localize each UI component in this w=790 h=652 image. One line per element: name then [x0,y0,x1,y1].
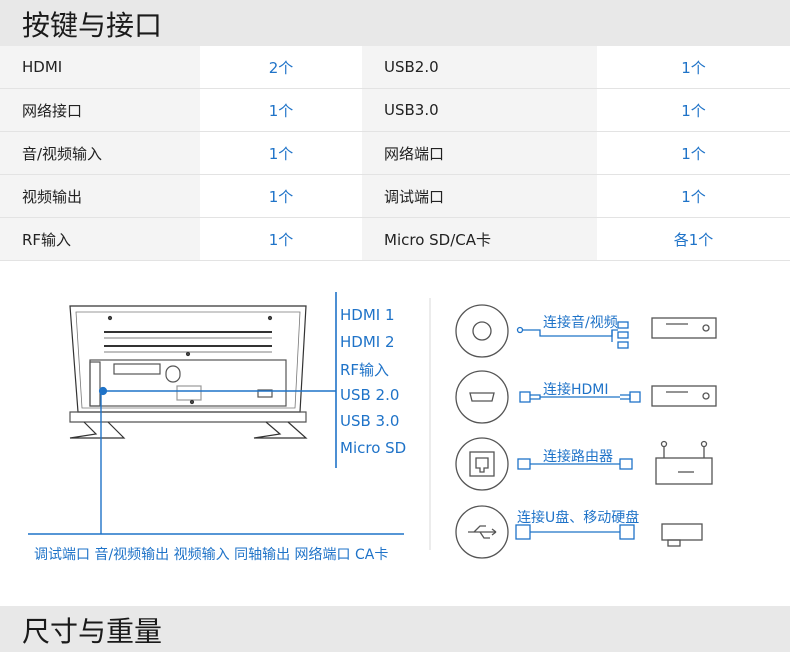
side-port-label: RF输入 [340,361,390,379]
usb-icon [455,505,509,559]
spec-value: 1个 [200,217,362,261]
hdmi-port-icon [455,370,509,424]
spec-value: 1个 [597,46,790,89]
spec-value: 1个 [200,131,362,175]
hdmi-device-icon [651,385,717,407]
spec-label: RF输入 [0,217,200,261]
spec-label: 视频输出 [0,174,200,218]
tv-frame [69,305,307,413]
connection-illustrations [455,304,717,559]
section-header-size-weight: 尺寸与重量 [0,606,790,652]
spec-label: USB2.0 [362,46,597,89]
section-title: 尺寸与重量 [22,615,163,648]
spec-value: 1个 [200,174,362,218]
spec-label: 音/视频输入 [0,131,200,175]
spec-label: 网络接口 [0,88,200,132]
spec-label: Micro SD/CA卡 [362,217,597,261]
side-port-label: Micro SD [340,438,407,457]
side-port-label: HDMI 2 [340,332,395,351]
section-header-buttons-ports: 按键与接口 [0,0,790,46]
connection-label: 连接HDMI [543,382,609,398]
spec-value: 各1个 [597,217,790,261]
side-port-label: USB 3.0 [340,412,400,430]
disc-icon [455,304,509,358]
side-port-label: USB 2.0 [340,385,400,404]
spec-label: HDMI [0,46,200,89]
usb-drive-icon [661,523,703,547]
side-port-label: HDMI 1 [340,306,395,324]
ethernet-port-icon [455,437,509,491]
bottom-ports-label: 调试端口 音/视频输出 视频输入 同轴输出 网络端口 CA卡 [34,547,389,563]
tv-back-illustration [28,292,431,550]
router-icon [655,440,713,485]
spec-value: 1个 [200,88,362,132]
section-title: 按键与接口 [22,9,163,42]
spec-value: 1个 [597,174,790,218]
spec-value: 2个 [200,46,362,89]
spec-label: 调试端口 [362,174,597,218]
spec-label: USB3.0 [362,88,597,132]
spec-label: 网络端口 [362,131,597,175]
spec-value: 1个 [597,88,790,132]
connection-label: 连接音/视频 [543,315,618,331]
av-device-icon [651,317,717,339]
connection-label: 连接U盘、移动硬盘 [517,510,640,526]
connection-label: 连接路由器 [543,449,613,465]
spec-value: 1个 [597,131,790,175]
